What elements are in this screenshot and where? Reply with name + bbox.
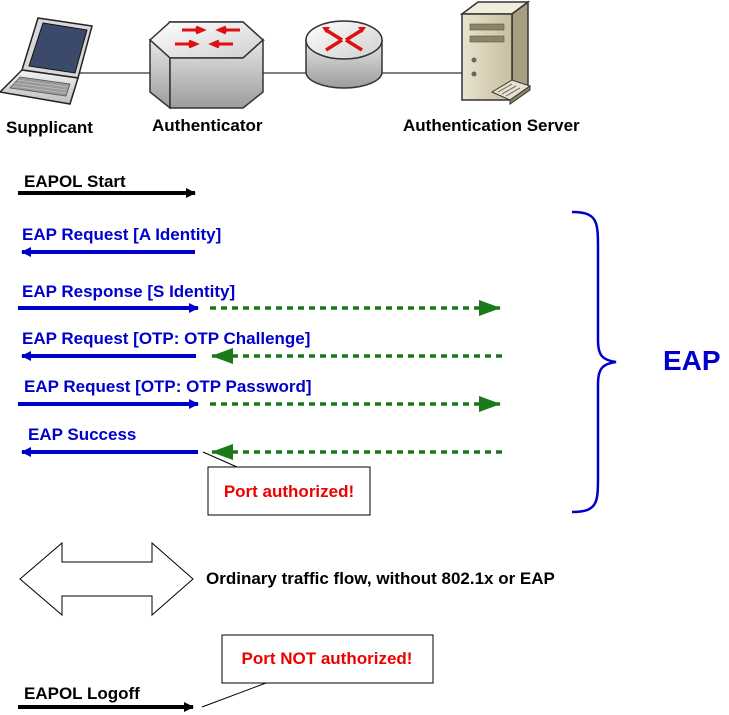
authenticator-label: Authenticator (152, 116, 263, 135)
supplicant-label: Supplicant (6, 118, 93, 137)
eap-success-label: EAP Success (28, 425, 136, 444)
router-icon (305, 20, 383, 89)
eap-request-otp-challenge-label: EAP Request [OTP: OTP Challenge] (22, 329, 310, 348)
eap-brace-label: EAP (663, 345, 721, 376)
eap-brace (571, 210, 617, 514)
port-not-authorized-callout: Port NOT authorized! (201, 634, 434, 708)
traffic-double-arrow (19, 541, 194, 617)
eap-request-identity-label: EAP Request [A Identity] (22, 225, 221, 244)
eap-request-otp-password-label: EAP Request [OTP: OTP Password] (24, 377, 312, 396)
switch-icon (148, 21, 265, 110)
server-icon (459, 0, 532, 105)
traffic-label: Ordinary traffic flow, without 802.1x or… (206, 569, 555, 588)
eapol-logoff-label: EAPOL Logoff (24, 684, 140, 703)
port-authorized-callout: Port authorized! (202, 451, 371, 516)
eap-response-identity-label: EAP Response [S Identity] (22, 282, 235, 301)
laptop-icon (0, 17, 93, 105)
port-authorized-text: Port authorized! (224, 482, 354, 501)
eapol-start-label: EAPOL Start (24, 172, 126, 191)
authentication-server-label: Authentication Server (403, 116, 580, 135)
port-not-authorized-text: Port NOT authorized! (242, 649, 413, 668)
